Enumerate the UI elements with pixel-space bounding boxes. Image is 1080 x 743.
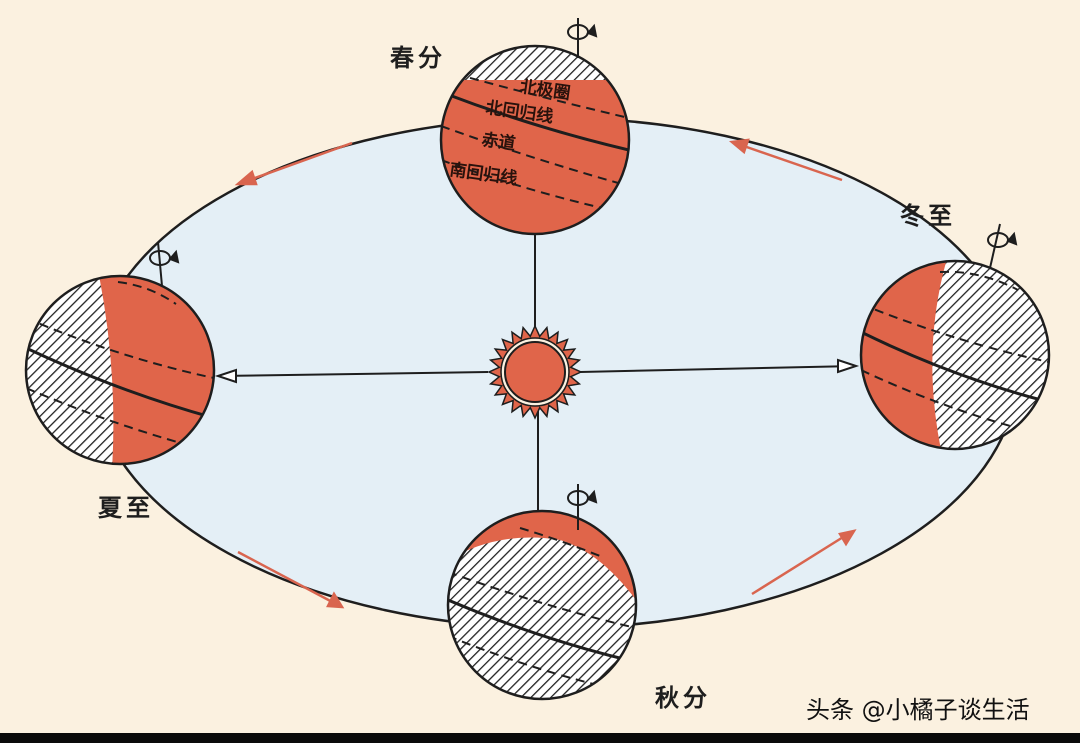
orbit-arrow-icon — [234, 138, 857, 609]
watermark: 头条 @小橘子谈生活 — [806, 696, 1030, 724]
bottom-bar — [0, 733, 1080, 743]
sun-icon — [487, 324, 583, 420]
label-autumn-equinox: 秋分 — [655, 684, 711, 712]
globe-autumn-equinox — [446, 509, 638, 701]
label-summer-solstice: 夏至 — [98, 494, 154, 522]
label-spring-equinox: 春分 — [390, 44, 446, 72]
label-equator: 赤道 — [480, 130, 517, 155]
rotation-arrow-icon — [149, 18, 1018, 530]
globe-summer-solstice — [24, 274, 216, 466]
globe-winter-solstice — [859, 259, 1051, 451]
label-winter-solstice: 冬至 — [900, 202, 956, 230]
